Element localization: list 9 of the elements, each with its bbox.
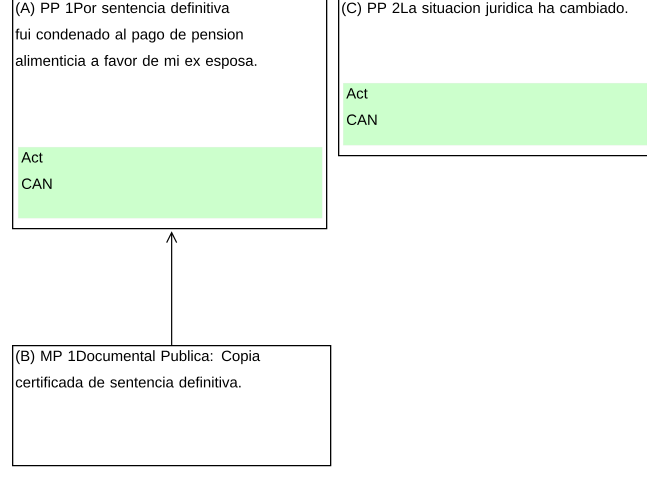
status-text: Act CAN — [21, 152, 52, 189]
arrow — [166, 231, 178, 345]
status-text: Act CAN — [346, 88, 377, 125]
status-band — [18, 146, 322, 218]
status-band — [343, 82, 647, 146]
box-text: (A) PP 1Por sentencia definitiva fui condenado al pago de pension alimenticia a favor de mi ex esposa. — [15, 2, 256, 69]
process-box — [12, 344, 332, 466]
box-text: (B) MP 1Documental Publica: Copia certificada de sentencia definitiva. — [16, 350, 260, 388]
box-text: (C) PP 2La situacion juridica ha cambiado. — [342, 2, 628, 16]
